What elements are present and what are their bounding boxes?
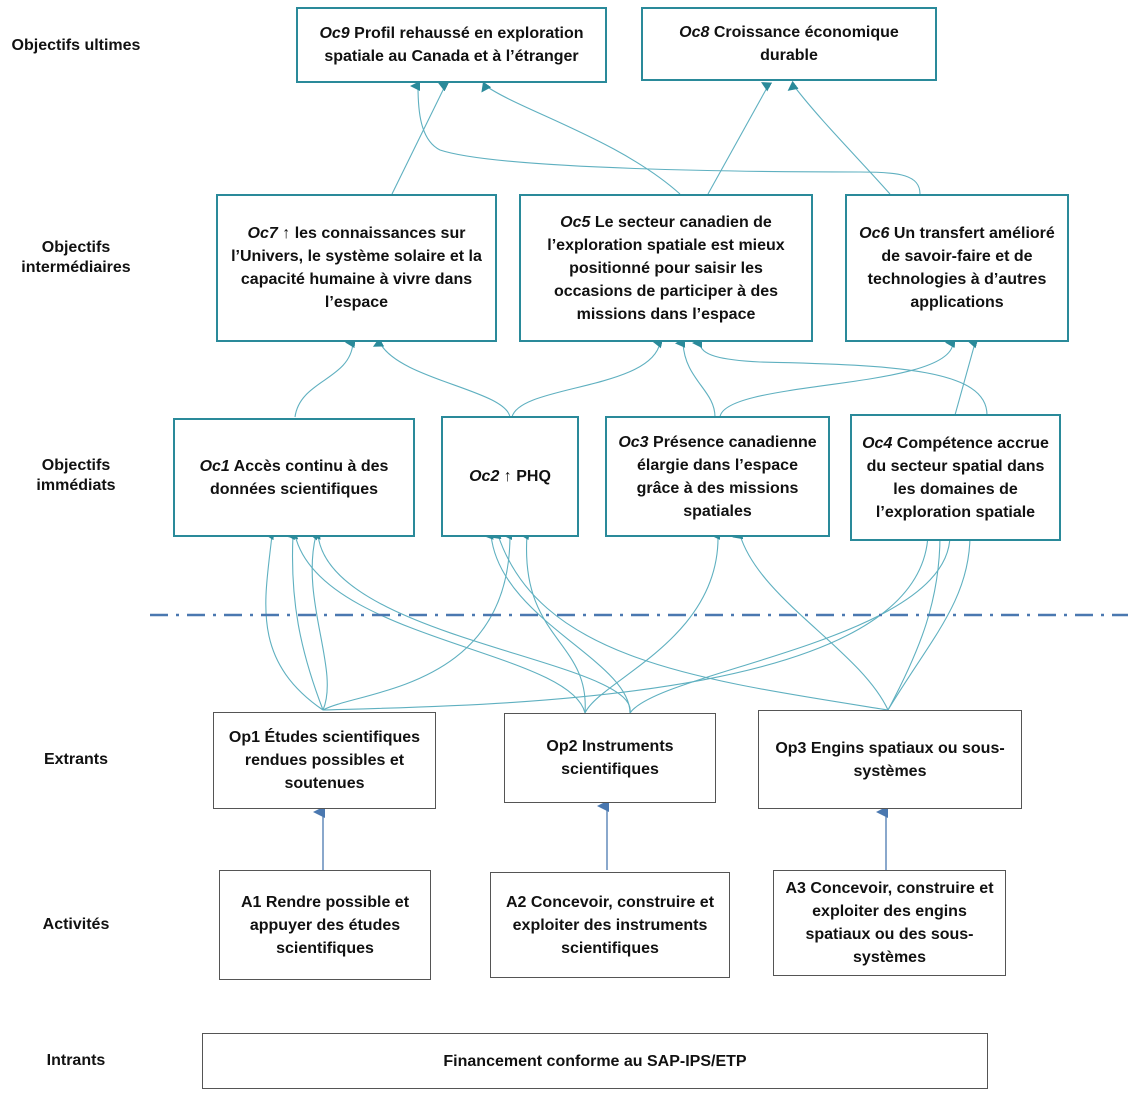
input-funding: Financement conforme au SAP-IPS/ETP	[202, 1033, 988, 1089]
outcome-oc2: Oc2 ↑ PHQ	[441, 416, 579, 537]
output-op1: Op1 Études scientifiques rendues possibl…	[213, 712, 436, 809]
outcome-oc3-text: Présence canadienne élargie dans l’espac…	[636, 433, 817, 520]
row-label-intermediate-line1: Objectifs	[41, 239, 111, 256]
row-label-immediate-line2: immédiats	[36, 477, 116, 494]
outcome-oc9-text: Profil rehaussé en exploration spatiale …	[324, 25, 584, 65]
outcome-oc5-text: Le secteur canadien de l’exploration spa…	[547, 213, 785, 323]
outcome-oc6: Oc6 Un transfert amélioré de savoir-fair…	[845, 194, 1069, 342]
activity-a3-text: A3 Concevoir, construire et exploiter de…	[785, 880, 994, 966]
outcome-oc7: Oc7 ↑ les connaissances sur l’Univers, l…	[216, 194, 497, 342]
outcome-oc8-text: Croissance économique durable	[709, 24, 899, 64]
outcome-oc1-code: Oc1	[199, 457, 230, 475]
output-op1-text: Op1 Études scientifiques rendues possibl…	[228, 729, 421, 792]
row-label-intermediate: Objectifs intermédiaires	[6, 238, 146, 278]
output-op3: Op3 Engins spatiaux ou sous-systèmes	[758, 710, 1022, 809]
row-label-immediate: Objectifs immédiats	[6, 456, 146, 496]
output-op3-text: Op3 Engins spatiaux ou sous-systèmes	[775, 739, 1005, 780]
outcome-oc5-code: Oc5	[560, 213, 591, 231]
outcome-oc1-text: Accès continu à des données scientifique…	[209, 457, 389, 498]
outcome-oc5: Oc5 Le secteur canadien de l’exploration…	[519, 194, 813, 342]
activity-a2-text: A2 Concevoir, construire et exploiter de…	[505, 893, 715, 957]
outcome-oc2-code: Oc2	[469, 468, 500, 485]
outcome-oc7-code: Oc7	[247, 225, 278, 242]
activity-a1-text: A1 Rendre possible et appuyer des études…	[240, 893, 410, 957]
outcome-oc7-text: ↑ les connaissances sur l’Univers, le sy…	[231, 225, 482, 311]
row-label-intermediate-line2: intermédiaires	[21, 259, 131, 276]
outcome-oc4-code: Oc4	[862, 434, 893, 452]
activity-a3: A3 Concevoir, construire et exploiter de…	[773, 870, 1006, 976]
output-op2-text: Op2 Instruments scientifiques	[546, 738, 674, 778]
row-label-inputs: Intrants	[46, 1052, 106, 1069]
outcome-oc3-code: Oc3	[618, 433, 649, 451]
outcome-oc4-text: Compétence accrue du secteur spatial dan…	[866, 434, 1049, 521]
outcome-oc9: Oc9 Profil rehaussé en exploration spati…	[296, 7, 607, 83]
outcome-oc1: Oc1 Accès continu à des données scientif…	[173, 418, 415, 537]
outcome-oc8-code: Oc8	[679, 24, 710, 41]
output-op2: Op2 Instruments scientifiques	[504, 713, 716, 803]
row-label-activities: Activités	[42, 916, 110, 933]
activity-a1: A1 Rendre possible et appuyer des études…	[219, 870, 431, 980]
row-label-outputs: Extrants	[43, 751, 109, 768]
outcome-oc4: Oc4 Compétence accrue du secteur spatial…	[850, 414, 1061, 541]
row-label-ultimate: Objectifs ultimes	[11, 37, 141, 54]
input-funding-text: Financement conforme au SAP-IPS/ETP	[443, 1052, 747, 1070]
outcome-oc6-code: Oc6	[859, 225, 890, 242]
outcome-oc8: Oc8 Croissance économique durable	[641, 7, 937, 81]
outcome-oc6-text: Un transfert amélioré de savoir-faire et…	[867, 225, 1055, 311]
outcome-oc3: Oc3 Présence canadienne élargie dans l’e…	[605, 416, 830, 537]
activity-a2: A2 Concevoir, construire et exploiter de…	[490, 872, 730, 978]
outcome-oc2-text: ↑ PHQ	[499, 468, 551, 485]
row-label-immediate-line1: Objectifs	[41, 457, 111, 474]
outcome-oc9-code: Oc9	[319, 25, 350, 42]
